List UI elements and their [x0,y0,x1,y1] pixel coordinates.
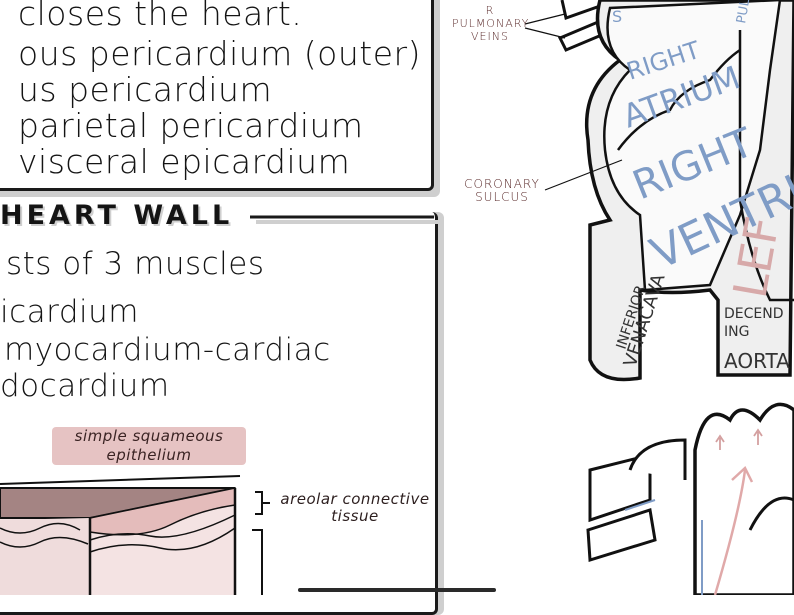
pulmonary-veins-label: R PULMONARY VEINS [452,4,530,43]
heart-anatomy-diagram: RIGHT ATRIUM RIGHT VENTRICLE PULMO TRU S… [524,0,794,595]
heart-wall-tissue-diagram [0,475,270,595]
wall-panel-top-border [250,215,438,224]
note-line-serous: us pericardium [18,70,273,109]
note-line-parietal: parietal pericardium [18,106,364,145]
wall-line-endocardium: docardium [0,368,170,404]
pulmonary-vein-tubes [557,0,607,52]
note-line-encloses: closes the heart. [18,0,303,33]
coronary-sulcus-label: CORONARY SULCUS [464,177,540,204]
areolar-tissue-label: areolar connective tissue [280,490,430,525]
pointer-coronary-sulcus [544,159,623,191]
pericardium-notes-panel [0,0,434,191]
wall-line-epicardium: icardium [0,294,139,330]
lower-heart-diagram [586,402,794,595]
aorta-label-2: ING [724,324,749,340]
note-line-visceral: visceral epicardium [18,142,351,181]
aorta-label-3: AORTA [724,349,790,373]
wall-line-myocardium: myocardium-cardiac [4,332,331,368]
top-letter-label: S [612,7,622,26]
wall-line-consists: sts of 3 muscles [6,246,265,282]
aorta-label-1: DECEND [724,306,784,322]
heart-wall-title: HEART WALL [0,200,238,231]
epithelium-label: simple squameous epithelium [52,427,246,465]
note-line-fibrous: ous pericardium (outer) [18,34,421,73]
home-indicator-bar[interactable] [298,588,496,592]
pointer-pulmonary-veins [524,13,566,25]
